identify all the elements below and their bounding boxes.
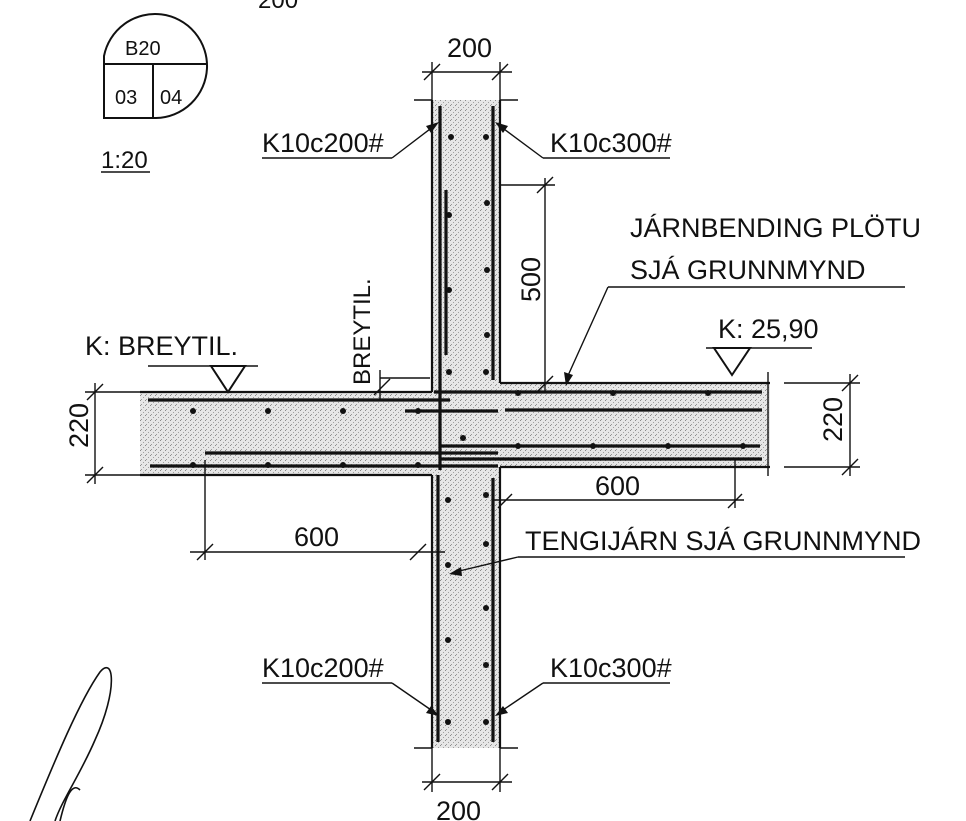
top-partial-text: 200 [258,0,298,14]
dim-lap-right-value: 600 [595,471,640,501]
dowels-note: TENGIJÁRN SJÁ GRUNNMYND [449,526,921,576]
rebar-lines [148,106,762,742]
rebar-bottom-right-text: K10c300# [550,653,672,683]
slab-reinf-line2: SJÁ GRUNNMYND [630,255,866,285]
scale-label: 1:20 [101,147,148,174]
dim-slab-left: 220 [64,383,140,484]
dowels-text: TENGIJÁRN SJÁ GRUNNMYND [525,526,921,556]
rebar-top-right-text: K10c300# [550,128,672,158]
dim-lap-left-value: 600 [294,522,339,552]
dim-slab-left-value: 220 [64,403,94,448]
dim-wall-bottom-value: 200 [436,796,481,821]
dim-lap-vertical-value: 500 [516,257,546,302]
breytil-vertical-text: BREYTIL. [349,278,376,385]
level-marker-left: K: BREYTIL. [85,331,258,394]
dim-lap-right: 600 [493,460,744,509]
slab-reinf-note: JÁRNBENDING PLÖTU SJÁ GRUNNMYND [564,213,921,386]
concrete-cross [140,99,770,749]
dim-wall-top-value: 200 [447,33,492,63]
detail-sheet-number: B20 [125,38,161,60]
callout-rebar-top-left: K10c200# [262,122,439,159]
dim-lap-vertical: 500 [500,176,555,393]
detail-ref-right: 04 [160,87,182,109]
detail-mark: B20 03 04 [103,13,208,119]
dim-slab-right-value: 220 [818,397,848,442]
callout-rebar-bottom-right: K10c300# [495,653,672,716]
callout-rebar-top-right: K10c300# [495,122,672,159]
rebar-dots [190,134,746,725]
rebar-bottom-left-text: K10c200# [262,653,384,683]
signature-mark [29,666,113,821]
dim-wall-bottom: 200 [422,748,512,821]
breytil-note: BREYTIL. [349,278,430,400]
callout-rebar-bottom-left: K10c200# [262,653,439,716]
dim-wall-top: 200 [422,33,512,100]
slab-reinf-line1: JÁRNBENDING PLÖTU [630,213,921,243]
level-right-text: K: 25,90 [718,314,819,344]
level-marker-right: K: 25,90 [706,314,819,377]
rebar-top-left-text: K10c200# [262,128,384,158]
dim-slab-right: 220 [784,374,860,476]
level-left-text: K: BREYTIL. [85,331,238,361]
dim-lap-left: 600 [190,460,445,561]
detail-ref-left: 03 [115,87,137,109]
